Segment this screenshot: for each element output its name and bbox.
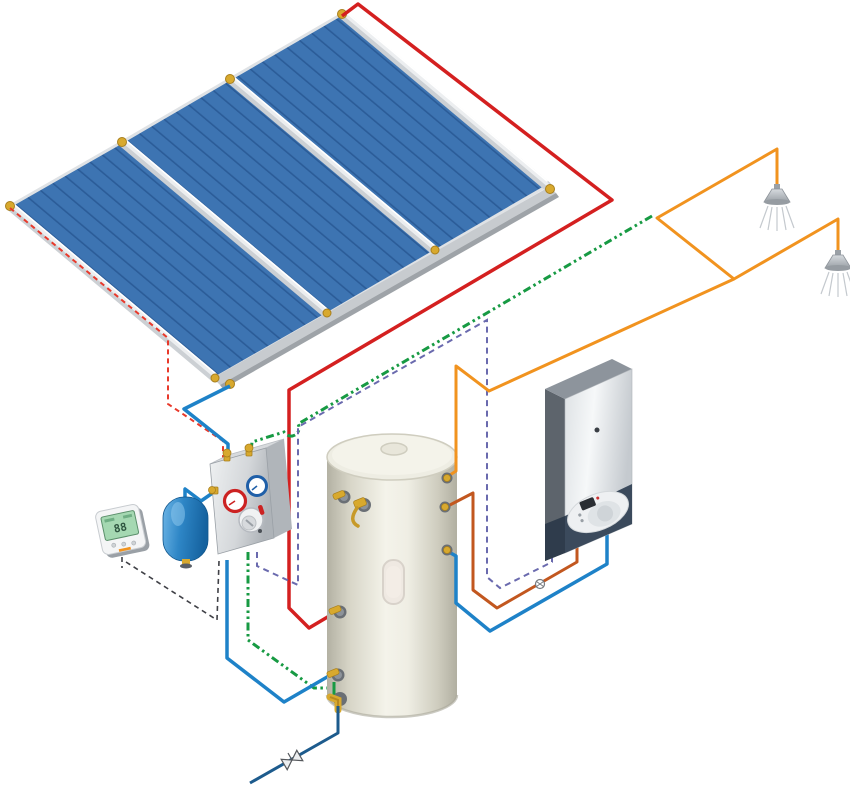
cold-gauge xyxy=(246,475,268,497)
tank-port-solar-flow xyxy=(328,605,347,619)
pump-station xyxy=(208,438,292,555)
valve-handle xyxy=(351,506,360,528)
collector-sensor-cable-upper xyxy=(248,214,653,462)
cold-feed-pipe xyxy=(249,706,340,785)
tank-port-valve xyxy=(351,497,371,528)
boiler-band-side xyxy=(545,516,565,561)
controller-screen xyxy=(100,510,140,541)
pump-station-top-fittings xyxy=(208,443,254,495)
expansion-vessel-pipe xyxy=(183,487,215,503)
storage-tank xyxy=(325,433,459,719)
boiler-display xyxy=(579,497,596,511)
shower-head-2 xyxy=(820,250,850,297)
hot-gauge xyxy=(222,488,248,514)
controller-button xyxy=(121,541,127,547)
shower-head-1 xyxy=(759,184,795,231)
boiler-control-panel xyxy=(567,490,629,534)
boiler-cold-pipe xyxy=(446,531,609,633)
boiler-return-pipe xyxy=(445,491,579,610)
hot-water-pipe xyxy=(446,147,840,479)
controller-button xyxy=(131,540,137,546)
shower-spray xyxy=(759,205,795,231)
expansion-vessel xyxy=(162,496,209,569)
boiler xyxy=(545,359,633,561)
pump-station-side xyxy=(266,439,292,538)
collector-bottom-rail xyxy=(213,187,559,389)
shower-spray xyxy=(820,271,850,297)
controller-button xyxy=(111,542,117,548)
circulation-pump xyxy=(238,504,265,533)
controller-accent-strip xyxy=(118,546,131,552)
solar-flow-hidden-pipe xyxy=(9,207,224,466)
boiler-cable xyxy=(256,318,553,590)
boiler-front-dot xyxy=(594,427,600,433)
vessel-highlight xyxy=(171,502,185,526)
boiler-top xyxy=(545,359,632,399)
controller-cable xyxy=(121,557,220,622)
solar-flow-pipe xyxy=(287,2,614,630)
controller-display: 88 xyxy=(112,520,128,535)
solar-return-pipe-lower xyxy=(225,560,335,704)
vessel-foot-fitting xyxy=(182,559,190,565)
check-valve xyxy=(534,578,546,590)
solar-controller: 88 xyxy=(95,503,150,558)
tank-top-cap xyxy=(380,442,408,456)
tank-right-ports xyxy=(439,472,453,556)
tank-port-solar-return xyxy=(326,668,345,682)
tank-port-aux-1 xyxy=(332,490,351,504)
solar-collector-array xyxy=(5,8,559,389)
collector-sensor-cable-lower xyxy=(246,552,330,690)
pump-lever xyxy=(258,504,265,515)
collector-frame-rails xyxy=(5,8,552,383)
cold-feed-valve xyxy=(280,749,304,771)
